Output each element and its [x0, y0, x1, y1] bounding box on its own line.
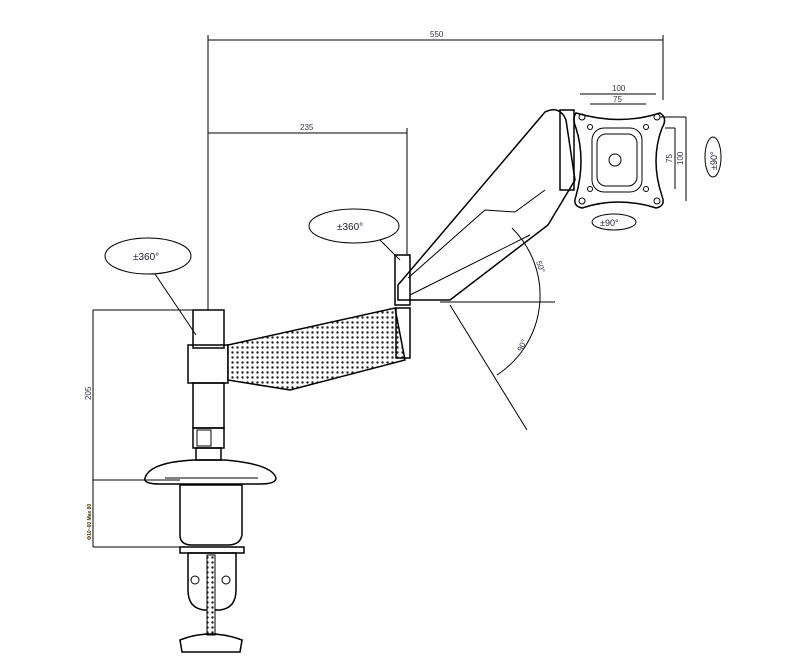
tilt-up-label: 50° [534, 260, 547, 274]
desk-base [144, 459, 277, 485]
dim-550-label: 550 [430, 30, 444, 39]
vesa-plate [573, 112, 666, 209]
dim-205-label: 205 [84, 386, 93, 400]
head-swivel-indicator: ±90° [591, 213, 637, 231]
dimension-total-reach: 550 [207, 30, 664, 310]
tilt-down-label: 90° [516, 338, 529, 353]
base-swivel-label: ±360° [133, 252, 159, 263]
dimension-pole-height: 205 [84, 309, 195, 481]
upper-arm [397, 109, 576, 301]
head-swivel-label: ±90° [600, 218, 619, 228]
vesa-inner-h-label: 75 [613, 95, 622, 104]
elbow-swivel-label: ±360° [337, 222, 363, 233]
vesa-inner-v-label: 75 [665, 154, 674, 163]
dimension-clamp-range: Φ10~60 Max 80 [87, 480, 180, 548]
tilt-range-indicator: 50° 90° [440, 227, 555, 431]
vesa-outer-h-label: 100 [612, 84, 626, 93]
lower-arm [227, 307, 406, 391]
rotate-indicator: ±90° [704, 136, 722, 178]
dim-235-label: 235 [300, 123, 314, 132]
dimension-inner-reach: 235 [208, 123, 408, 255]
vesa-dimensions: 100 75 75 100 [580, 84, 687, 201]
rotate-label: ±90° [709, 151, 719, 170]
desk-clamp [179, 484, 245, 653]
base-swivel-indicator: ±360° [104, 237, 197, 336]
clamp-range-label: Φ10~60 Max 80 [87, 504, 93, 540]
elbow-swivel-indicator: ±360° [308, 208, 401, 261]
vesa-outer-v-label: 100 [676, 151, 685, 165]
